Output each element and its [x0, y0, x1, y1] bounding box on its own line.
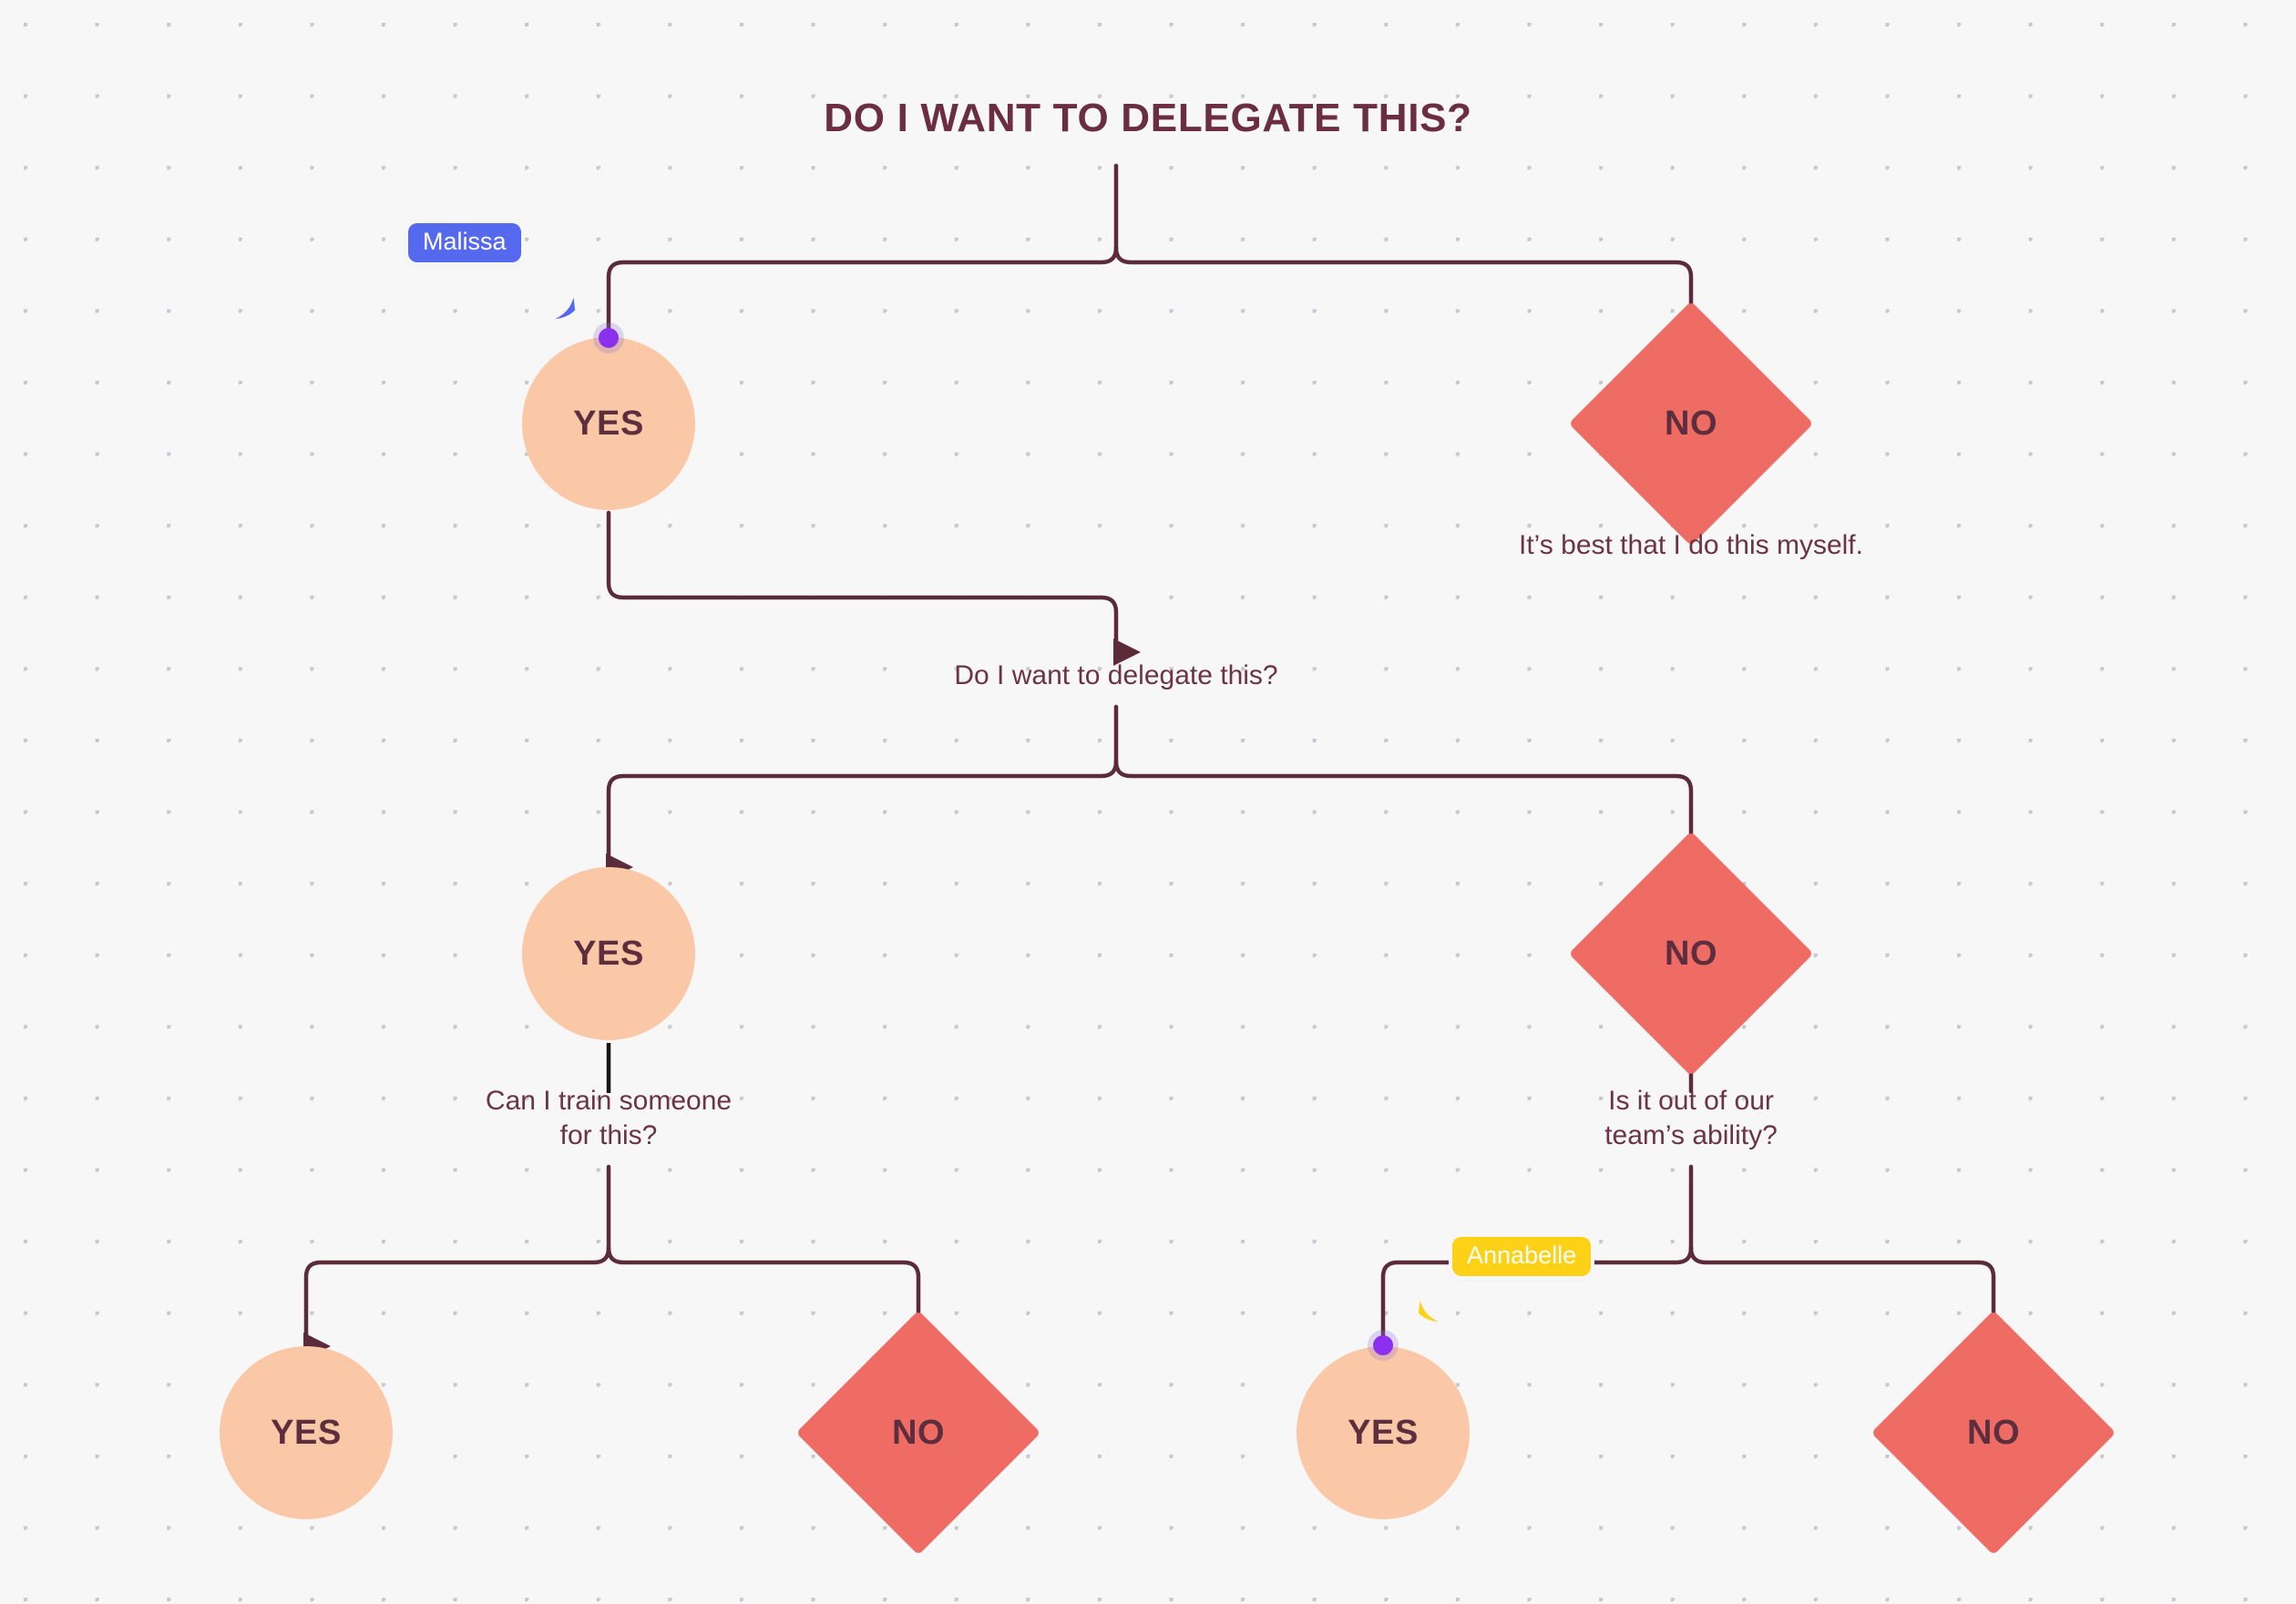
circle-shape: YES — [1297, 1346, 1470, 1519]
wire-mid-no — [1113, 759, 1716, 881]
selection-handle-ability-yes[interactable] — [1373, 1335, 1393, 1355]
wire-root-yes — [606, 245, 1119, 340]
wire-train-yes — [303, 1245, 611, 1360]
diamond-shape: NO — [1871, 1310, 2117, 1556]
wire-yes-to-mid — [606, 510, 1141, 666]
node-root-yes[interactable]: YES — [522, 337, 695, 510]
node-label: NO — [1966, 1413, 2021, 1452]
cursor-label-malissa: Malissa — [408, 223, 521, 262]
node-label: YES — [1348, 1414, 1419, 1452]
cursor-label-annabelle: Annabelle — [1452, 1237, 1592, 1276]
node-train-yes[interactable]: YES — [220, 1346, 393, 1519]
circle-shape: YES — [220, 1346, 393, 1519]
node-label: NO — [891, 1413, 946, 1452]
node-label: NO — [1664, 934, 1718, 973]
wire-root-no — [1113, 245, 1716, 351]
node-label: YES — [573, 935, 644, 973]
diamond-shape: NO — [1568, 301, 1814, 547]
node-train-no[interactable]: NO — [795, 1310, 1041, 1556]
node-root-no[interactable]: NO — [1568, 301, 1814, 547]
cursor-pointer-icon — [545, 285, 579, 322]
node-label: YES — [271, 1414, 342, 1452]
node-mid-yes[interactable]: YES — [522, 867, 695, 1040]
node-ability-yes[interactable]: YES — [1297, 1346, 1470, 1519]
node-label: YES — [573, 404, 644, 443]
node-label: NO — [1664, 404, 1718, 443]
cursor-pointer-icon — [1415, 1288, 1449, 1325]
selection-handle-root-yes[interactable] — [599, 328, 619, 348]
node-ability-no[interactable]: NO — [1871, 1310, 2117, 1556]
circle-shape: YES — [522, 867, 695, 1040]
caption-root-no-note: It’s best that I do this myself. — [1519, 530, 1863, 560]
diamond-shape: NO — [795, 1310, 1041, 1556]
wire-ability-no — [1688, 1245, 2018, 1360]
caption-ability-question: Is it out of our team’s ability? — [1604, 1086, 1778, 1151]
node-mid-no[interactable]: NO — [1568, 831, 1814, 1077]
caption-train-question: Can I train someone for this? — [485, 1086, 733, 1151]
circle-shape: YES — [522, 337, 695, 510]
diamond-shape: NO — [1568, 831, 1814, 1077]
caption-mid-question: Do I want to delegate this? — [954, 660, 1278, 690]
wire-mid-yes — [606, 759, 1119, 881]
wire-train-no — [606, 1245, 943, 1360]
page-title: DO I WANT TO DELEGATE THIS? — [824, 96, 1472, 140]
